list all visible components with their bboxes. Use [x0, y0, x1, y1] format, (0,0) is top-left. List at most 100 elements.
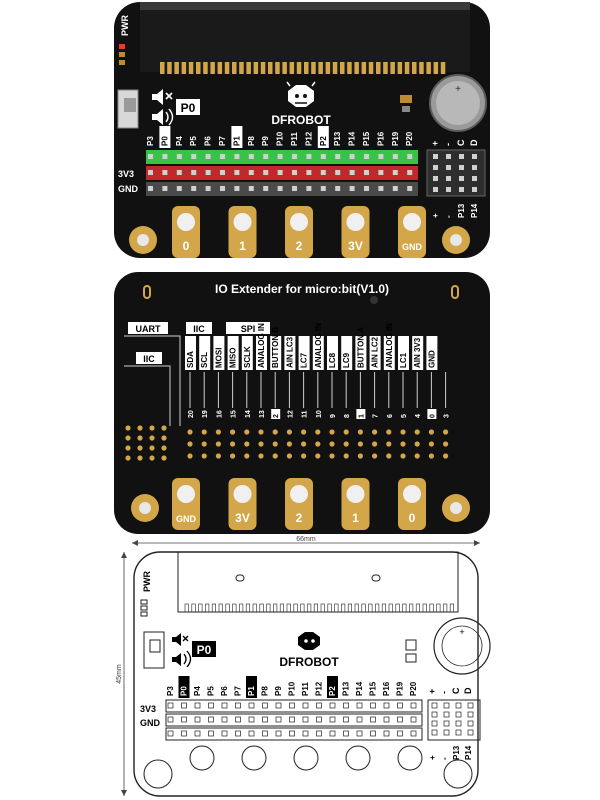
- grid-hole: [244, 429, 250, 435]
- right-header-pin: [459, 154, 464, 159]
- header-pin: [176, 170, 182, 175]
- drawing-finger: [225, 603, 230, 613]
- header-pin: [292, 154, 297, 159]
- top-board-slot-rim: [140, 2, 470, 10]
- drawing-header-pin: [221, 730, 228, 737]
- dfrobot-logo: [286, 81, 316, 107]
- resistor: [402, 106, 410, 112]
- drawing-right-pin: [443, 702, 450, 709]
- header-pin: [205, 186, 211, 191]
- drawing-pin-label: P13: [342, 681, 351, 696]
- drawing-right-pin: [431, 720, 438, 727]
- drawing-header-pin: [275, 716, 282, 723]
- header-pin: [248, 186, 254, 191]
- uart-hole: [137, 455, 143, 461]
- svg-text:+: +: [459, 627, 464, 637]
- header-pin: [162, 170, 168, 175]
- drawing-finger: [409, 603, 414, 613]
- board-title: IO Extender for micro:bit(V1.0): [215, 282, 389, 296]
- top-board: PWR P0 DFROBOT +: [114, 2, 490, 258]
- drawing-header-pin: [235, 702, 241, 709]
- uart-trace: [124, 335, 181, 426]
- right-header-label: -: [443, 143, 453, 146]
- edge-finger: [203, 62, 208, 74]
- drawing-finger: [184, 603, 189, 613]
- right-header-pin: [446, 176, 451, 181]
- pin-label: P12: [304, 131, 313, 146]
- right-header-label: P14: [470, 203, 479, 218]
- row-label-3v3: 3V3: [118, 169, 134, 179]
- grid-hole: [215, 453, 221, 459]
- drawing-mount-hole: [143, 759, 173, 789]
- drawing-pin-label: P0: [180, 686, 189, 696]
- iic-label-box: [186, 322, 212, 334]
- grid-hole: [372, 429, 378, 435]
- drawing-pin-label: P5: [207, 686, 216, 696]
- column-pin-number: 6: [387, 414, 394, 418]
- right-header-label: P13: [457, 203, 466, 218]
- column-label: LC7: [300, 352, 309, 368]
- edge-finger: [347, 62, 352, 74]
- column-pin-number: 7: [373, 414, 380, 418]
- drawing-finger: [232, 603, 237, 613]
- drawing-right-pin: [443, 729, 450, 736]
- pwr-led-3: [119, 60, 125, 65]
- pin-grid: [125, 425, 449, 461]
- drawing-header-pin: [181, 730, 187, 737]
- drawing-header-pin: [370, 702, 376, 709]
- header-pin: [407, 170, 413, 175]
- header-pin: [234, 154, 240, 159]
- drawing-pad-circle: [241, 745, 267, 771]
- grid-hole: [272, 453, 278, 459]
- grid-hole: [258, 453, 264, 459]
- drawing-finger: [402, 603, 407, 613]
- edge-connector-fingers: [160, 62, 446, 74]
- header-pin: [148, 170, 153, 175]
- header-pin: [364, 154, 369, 159]
- drawing-right-pin: [455, 711, 462, 718]
- drawing-header-pins: [167, 702, 417, 737]
- drawing-finger: [368, 603, 373, 613]
- uart-hole: [125, 435, 131, 441]
- drawing-header-pin: [262, 702, 268, 709]
- drawing-pad-circle: [189, 745, 215, 771]
- edge-finger: [383, 62, 388, 74]
- edge-finger: [160, 62, 165, 74]
- right-header-pins: [433, 154, 477, 192]
- column-label: AIN LC3: [285, 336, 294, 368]
- header-pin: [277, 154, 283, 159]
- drawing-pin-label: P3: [166, 686, 175, 696]
- header-pins: [148, 154, 413, 191]
- right-header-label: -: [444, 215, 453, 218]
- drawing-finger: [198, 603, 203, 613]
- header-pin: [148, 186, 153, 191]
- technical-drawing: 66mm 45mm PWR P0 DFROBOT: [116, 536, 491, 797]
- pin-label: P10: [276, 131, 285, 146]
- drawing-finger: [354, 603, 359, 613]
- grid-hole: [329, 441, 335, 447]
- edge-finger: [210, 62, 215, 74]
- pin-label: P6: [204, 136, 213, 146]
- drawing-right-label: -: [440, 757, 449, 760]
- edge-finger: [282, 62, 287, 74]
- drawing-header-pin: [181, 702, 187, 709]
- column-pin-number: 20: [188, 410, 195, 418]
- uart-label: UART: [136, 324, 161, 334]
- uart-hole: [161, 425, 167, 431]
- drawing-header-pin: [410, 702, 417, 709]
- drawing-right-pin: [431, 729, 438, 736]
- uart-hole: [137, 435, 143, 441]
- header-pin: [162, 186, 168, 191]
- column-label: AIN 3V3: [413, 337, 422, 368]
- header-pin: [205, 170, 211, 175]
- drawing-header-pin: [208, 716, 214, 723]
- drawing-header-pin: [302, 730, 309, 737]
- pin-label: P9: [261, 136, 270, 146]
- drawing-right-pin: [467, 711, 474, 718]
- header-pin: [306, 170, 312, 175]
- edge-finger: [440, 62, 446, 74]
- right-header-label: C: [456, 139, 466, 146]
